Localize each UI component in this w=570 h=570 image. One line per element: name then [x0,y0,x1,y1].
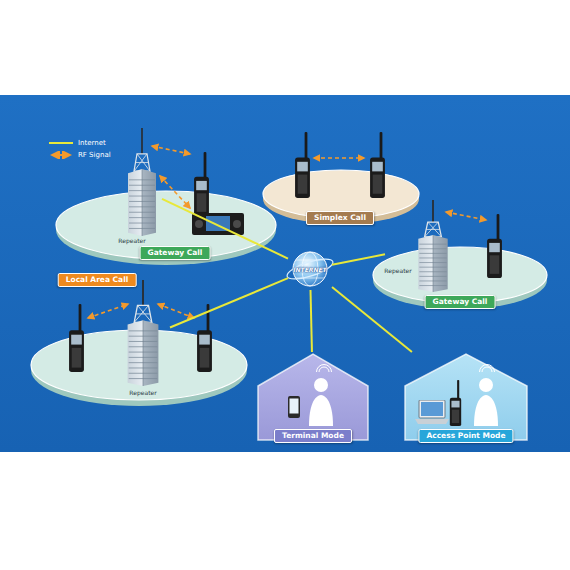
mode-house-outline [405,352,527,440]
handheld-radio [295,132,310,198]
blue-panel [0,95,570,452]
legend-text: RF Signal [78,151,111,159]
internet-link [332,287,412,352]
call-area-platform: Gateway Call Repeater [55,186,277,266]
legend-text: Internet [78,139,106,147]
internet-globe: INTERNET [288,248,332,290]
repeater-station-outline [112,128,162,246]
mode-label: Terminal Mode [274,429,352,443]
handheld-radio [370,132,385,198]
call-area-platform: Simplex Call [262,165,420,225]
rf-signal-arrow [88,304,128,318]
mode-house: Access Point Mode [405,352,527,440]
repeater-label: Repeater [384,267,411,274]
legend-sample [48,151,74,159]
rf-signal-arrow [158,304,194,318]
internet-link [310,290,311,352]
call-area-platform: Local Area CallRepeater [30,325,248,407]
mobile-radio [192,213,244,235]
rf-signal-arrow [152,146,190,154]
mode-label: Access Point Mode [418,429,513,443]
call-type-label: Local Area Call [58,273,137,287]
rf-signal-arrow [446,212,486,220]
repeater-station-outline [115,280,170,398]
internet-link [170,278,288,327]
legend-entry: Internet [48,137,111,149]
repeater-label: Repeater [118,237,145,244]
handheld-radio [197,304,212,372]
call-type-label: Gateway Call [425,295,496,309]
handheld-radio [487,214,502,278]
handheld-radio [194,152,209,216]
repeater-station: Repeater [112,128,162,246]
repeater-station: Repeater [115,280,170,398]
handheld-radio [69,304,84,372]
internet-link [162,199,288,259]
repeater-label: Repeater [129,389,156,396]
legend-sample [48,139,74,147]
legend: Internet RF Signal [48,137,111,161]
internet-link [332,254,385,264]
internet-label: INTERNET [293,266,326,273]
call-type-label: Simplex Call [306,211,374,225]
mode-house: Terminal Mode [258,352,368,440]
repeater-station-outline [385,200,455,295]
rf-signal-arrow [314,157,364,159]
legend-entry: RF Signal [48,149,111,161]
rf-signal-arrow [160,176,190,208]
repeater-station: Repeater [385,200,455,295]
call-area-platform: Gateway Call Repeater [372,242,548,310]
mode-house-outline [258,352,368,440]
call-type-label: Gateway Call [140,246,211,260]
